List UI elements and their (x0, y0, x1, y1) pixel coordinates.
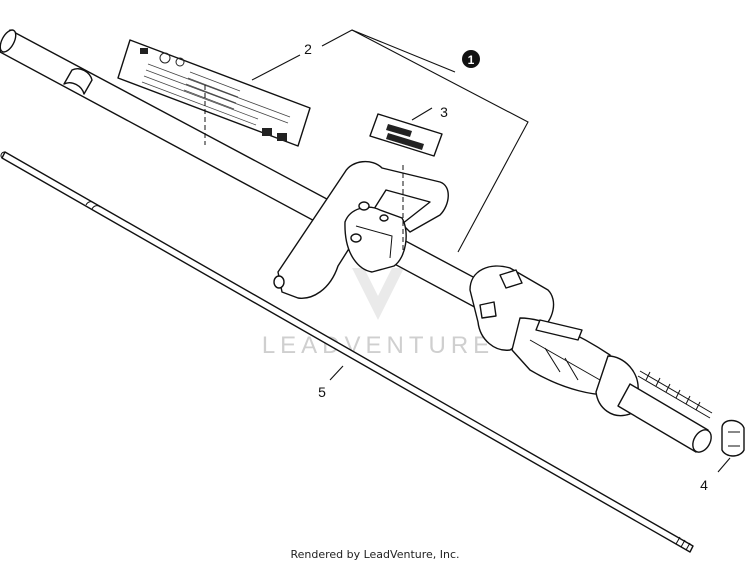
footer-credit: Rendered by LeadVenture, Inc. (290, 548, 460, 561)
warning-label (117, 39, 311, 147)
handle-assembly (273, 161, 449, 299)
watermark-text: LEADVENTURE (262, 332, 494, 359)
logo-decal (369, 113, 443, 157)
callout-2: 2 (304, 41, 312, 57)
drive-shaft (0, 151, 694, 553)
callout-4: 4 (700, 477, 708, 493)
throttle-housing (469, 265, 639, 417)
callout-1-badge (462, 50, 480, 68)
main-tube (0, 29, 521, 326)
lower-tube (617, 370, 713, 453)
callout-1: 1 (468, 53, 475, 67)
hanger-clip (721, 419, 745, 457)
callout-5: 5 (318, 384, 326, 400)
callout-3: 3 (440, 104, 448, 120)
leader-lines (204, 29, 731, 473)
watermark-logo (352, 268, 404, 320)
